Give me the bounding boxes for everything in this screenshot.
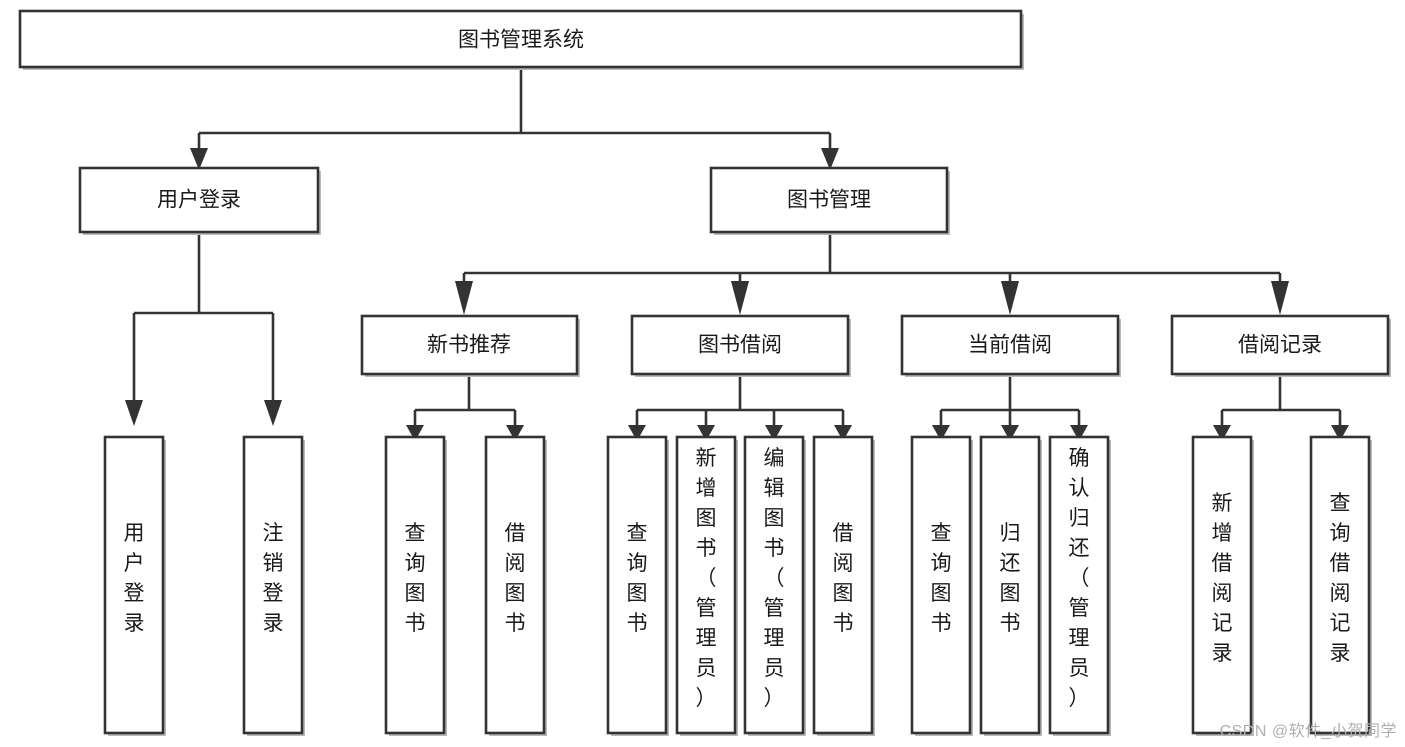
leaf-query-book-2-box xyxy=(606,435,668,735)
arrow-user-login xyxy=(190,148,208,170)
leaf-user-login-label: 用户登录 xyxy=(124,522,145,635)
leaf-logout-login-box xyxy=(242,435,304,735)
leaf-add-record-box xyxy=(1191,435,1253,735)
current-borrow-box xyxy=(900,314,1120,376)
node-book-manage[interactable]: 图书管理 xyxy=(709,166,950,235)
node-leaf-borrow-book-1[interactable]: 借阅图书 xyxy=(484,435,547,736)
arrowhead-group xyxy=(125,148,1349,441)
leaf-edit-book-box xyxy=(743,435,805,735)
leaf-query-book-2-label: 查询图书 xyxy=(627,522,648,635)
arrow-borrow-record xyxy=(1271,281,1289,315)
node-user-login[interactable]: 用户登录 xyxy=(78,166,321,235)
leaf-return-book-label: 归还图书 xyxy=(1000,522,1021,635)
leaf-confirm-return-label: 确认归还（管理员） xyxy=(1069,447,1090,710)
node-leaf-query-book-2[interactable]: 查询图书 xyxy=(606,435,669,736)
arrow-new-book-recommend xyxy=(455,281,473,315)
new-book-recommend-box xyxy=(360,314,579,376)
leaf-query-record-label: 查询借阅记录 xyxy=(1330,492,1351,665)
user-login-label: 用户登录 xyxy=(157,189,241,212)
arrow-leaf-borrow-book-2 xyxy=(834,425,852,441)
node-root-system[interactable]: 图书管理系统 xyxy=(18,9,1024,70)
arrow-leaf-logout-login xyxy=(264,400,282,426)
node-leaf-return-book[interactable]: 归还图书 xyxy=(979,435,1042,736)
watermark-text: CSDN @软件_小贺同学 xyxy=(1219,723,1397,740)
leaf-query-book-1-label: 查询图书 xyxy=(405,522,426,635)
arrow-book-manage xyxy=(821,148,839,170)
root-label: 图书管理系统 xyxy=(458,29,584,52)
book-borrow-box xyxy=(630,314,850,376)
node-current-borrow[interactable]: 当前借阅 xyxy=(900,314,1121,377)
leaf-query-book-3-label: 查询图书 xyxy=(931,522,952,635)
arrow-leaf-add-record xyxy=(1213,425,1231,441)
leaf-borrow-book-1-box xyxy=(484,435,546,735)
node-new-book-recommend[interactable]: 新书推荐 xyxy=(360,314,580,377)
borrow-record-label: 借阅记录 xyxy=(1238,334,1322,357)
arrow-leaf-query-book-3 xyxy=(932,425,950,441)
borrow-record-box xyxy=(1170,314,1390,376)
leaf-borrow-book-2-box xyxy=(812,435,874,735)
node-book-borrow[interactable]: 图书借阅 xyxy=(630,314,851,377)
root-box xyxy=(18,9,1023,69)
arrow-leaf-confirm-return xyxy=(1070,425,1088,441)
node-leaf-confirm-return[interactable]: 确认归还（管理员） xyxy=(1048,435,1111,736)
leaf-logout-login-label: 注销登录 xyxy=(263,522,284,635)
leaf-user-login-box xyxy=(103,435,165,735)
arrow-current-borrow xyxy=(1001,281,1019,315)
leaf-confirm-return-box xyxy=(1048,435,1110,735)
leaf-add-record-label: 新增借阅记录 xyxy=(1212,492,1233,665)
leaf-borrow-book-2-label: 借阅图书 xyxy=(833,522,854,635)
book-borrow-label: 图书借阅 xyxy=(698,334,782,357)
leaf-edit-book-label: 编辑图书（管理员） xyxy=(764,447,785,710)
node-leaf-query-book-3[interactable]: 查询图书 xyxy=(910,435,973,736)
new-book-recommend-label: 新书推荐 xyxy=(427,334,511,357)
arrow-leaf-add-book xyxy=(697,425,715,441)
leaf-borrow-book-1-label: 借阅图书 xyxy=(505,522,526,635)
leaf-query-book-3-box xyxy=(910,435,972,735)
arrow-leaf-user-login xyxy=(125,400,143,426)
book-manage-box xyxy=(709,166,949,234)
arrow-leaf-edit-book xyxy=(765,425,783,441)
leaf-query-book-1-box xyxy=(384,435,446,735)
arrow-leaf-query-book-1 xyxy=(406,425,424,441)
node-borrow-record[interactable]: 借阅记录 xyxy=(1170,314,1391,377)
node-leaf-edit-book[interactable]: 编辑图书（管理员） xyxy=(743,435,806,736)
leaf-add-book-box xyxy=(675,435,737,735)
user-login-box xyxy=(78,166,320,234)
arrow-leaf-query-book-2 xyxy=(628,425,646,441)
book-manage-label: 图书管理 xyxy=(787,189,871,212)
edge-group xyxy=(132,68,1342,427)
arrow-leaf-return-book xyxy=(1001,425,1019,441)
node-leaf-user-login[interactable]: 用户登录 xyxy=(103,435,166,736)
node-leaf-logout-login[interactable]: 注销登录 xyxy=(242,435,305,736)
arrow-leaf-borrow-book-1 xyxy=(506,425,524,441)
node-leaf-borrow-book-2[interactable]: 借阅图书 xyxy=(812,435,875,736)
node-leaf-add-record[interactable]: 新增借阅记录 xyxy=(1191,435,1254,736)
arrow-book-borrow xyxy=(731,281,749,315)
leaf-query-record-box xyxy=(1309,435,1371,735)
node-leaf-add-book[interactable]: 新增图书（管理员） xyxy=(675,435,738,736)
node-leaf-query-book-1[interactable]: 查询图书 xyxy=(384,435,447,736)
arrow-leaf-query-record xyxy=(1331,425,1349,441)
current-borrow-label: 当前借阅 xyxy=(968,334,1052,357)
node-leaf-query-record[interactable]: 查询借阅记录 xyxy=(1309,435,1372,736)
leaf-return-book-box xyxy=(979,435,1041,735)
leaf-add-book-label: 新增图书（管理员） xyxy=(696,447,717,710)
